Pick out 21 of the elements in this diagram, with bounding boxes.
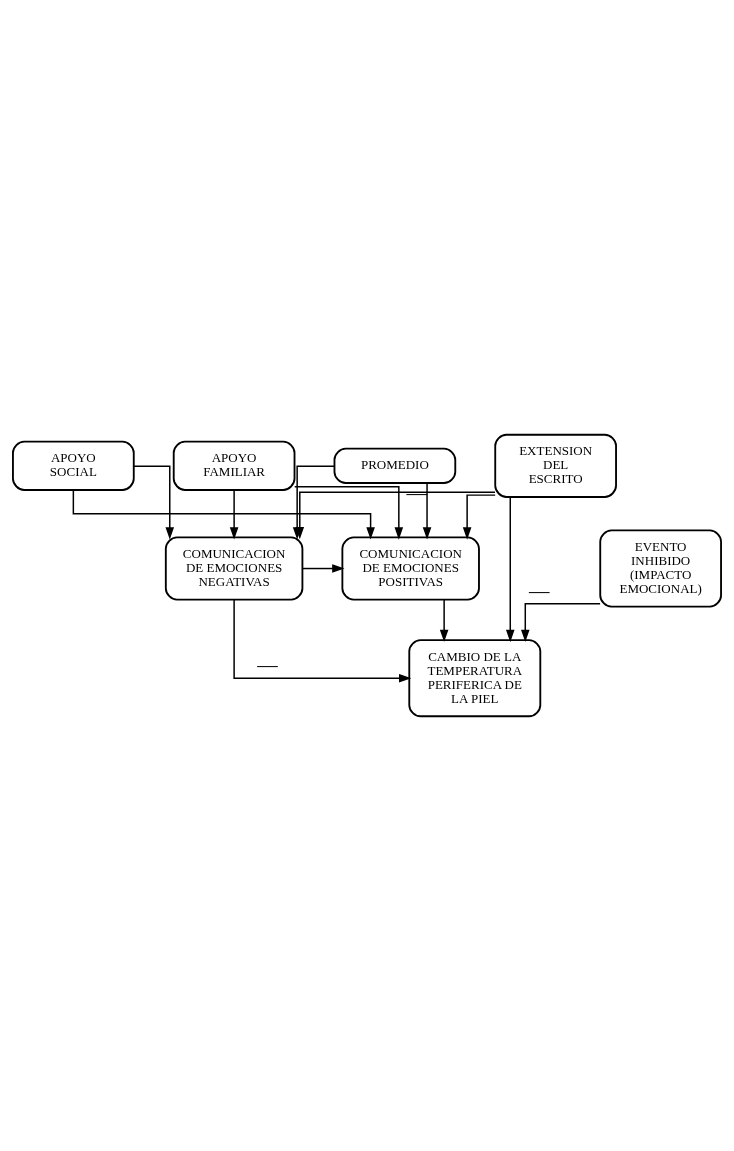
node-box: APOYO SOCIAL (12, 440, 135, 491)
edge-label: — (406, 481, 428, 504)
node-box: COMUNICACION DE EMOCIONES NEGATIVAS (164, 536, 304, 601)
arrow (133, 465, 175, 540)
node-box: PROMEDIO (333, 447, 457, 484)
arrow (505, 496, 515, 643)
edge-label: — (257, 654, 278, 677)
edge-label: — (528, 579, 550, 602)
arrow (233, 599, 412, 683)
node-box: COMUNICACION DE EMOCIONES POSITIVAS (341, 536, 480, 601)
arrow (295, 491, 496, 540)
arrow (229, 489, 239, 540)
node-box: EXTENSION DEL ESCRITO (494, 433, 617, 498)
arrow (301, 564, 345, 573)
node-box: APOYO FAMILIAR (172, 440, 296, 491)
arrow (422, 482, 432, 540)
arrow (462, 494, 496, 540)
arrow (521, 603, 601, 642)
arrow (439, 599, 449, 642)
node-box: CAMBIO DE LA TEMPERATURA PERIFERICA DE LA PIEL (408, 639, 542, 718)
node-box: EVENTO INHIBIDO (IMPACTO EMOCIONAL) (599, 529, 722, 608)
